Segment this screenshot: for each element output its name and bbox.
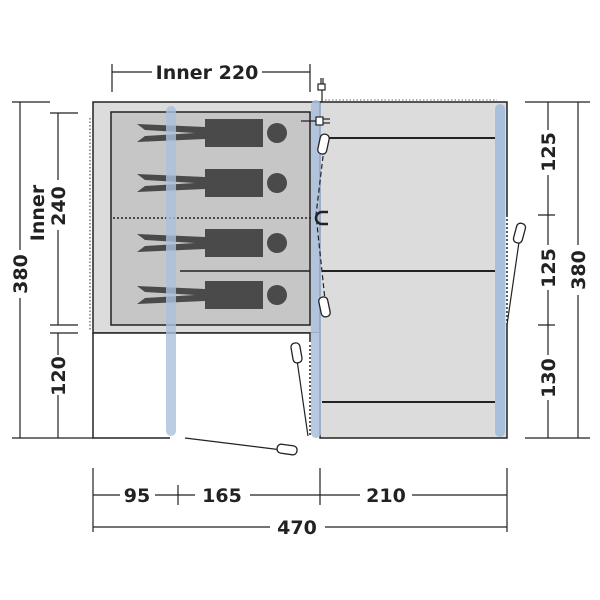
top-inner-width-label: Inner 220 <box>156 62 259 84</box>
magnet-icon <box>314 210 328 226</box>
bottom-dim-label: 210 <box>366 485 406 507</box>
porch-area <box>93 333 320 438</box>
peg-tab-icon <box>318 296 331 318</box>
dimension-lines <box>12 64 590 532</box>
left-total-label: 380 <box>10 254 32 294</box>
total-width-label: 470 <box>277 517 317 539</box>
peg-tab-icon <box>276 443 298 456</box>
right-dim-label: 125 <box>538 132 560 172</box>
guy-line <box>184 437 283 451</box>
peg-tab-icon <box>512 222 527 244</box>
pole <box>495 104 505 437</box>
pole <box>166 106 176 436</box>
right-dim-label: 130 <box>538 358 560 398</box>
bottom-dim-label: 165 <box>202 485 242 507</box>
right-total-label: 380 <box>568 250 590 290</box>
left-inner-word: Inner <box>27 184 49 241</box>
electric-hookup-icon <box>301 116 330 126</box>
guy-line <box>506 241 520 326</box>
left-porch-label: 120 <box>48 356 70 396</box>
left-inner-value: 240 <box>48 186 70 226</box>
guy-line <box>296 359 309 437</box>
pole <box>311 100 321 438</box>
power-plug-icon <box>317 78 326 102</box>
right-dim-label: 125 <box>538 248 560 288</box>
peg-tab-icon <box>290 342 303 364</box>
peg-tab-icon <box>317 133 330 155</box>
bottom-dim-label: 95 <box>124 485 150 507</box>
